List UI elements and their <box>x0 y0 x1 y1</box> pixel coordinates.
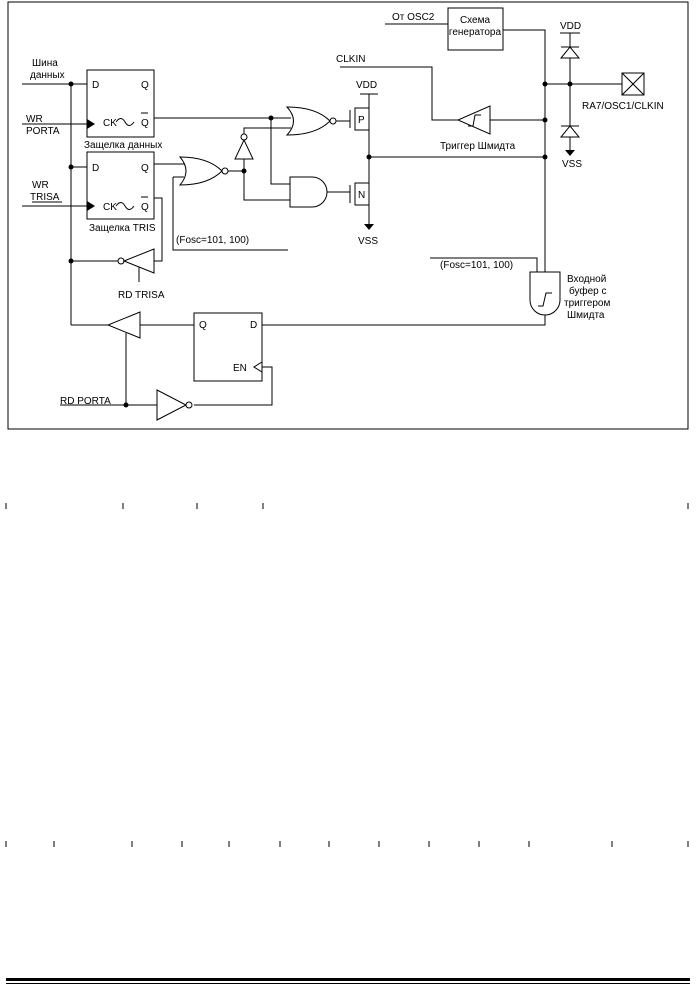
rd-trisa-label: RD TRISA <box>118 290 165 301</box>
p-fet-label: P <box>358 115 365 126</box>
input-schmitt-buffer <box>529 271 561 316</box>
vss-mid-label: VSS <box>358 236 378 247</box>
input-latch-q: Q <box>199 320 207 331</box>
n-fet-label: N <box>358 190 365 201</box>
fosc-left-label: (Fosc=101, 100) <box>176 235 249 246</box>
bottom-rule-thin <box>6 983 690 984</box>
oscillator-block <box>447 7 504 51</box>
wr-trisa-label-1: WR <box>32 180 49 191</box>
input-latch-en: EN <box>233 363 247 374</box>
diagram-frame <box>7 1 689 430</box>
data-latch-qbar: Q <box>141 118 149 129</box>
wr-porta-label-2: PORTA <box>26 126 60 137</box>
and-gate-bottom <box>289 176 328 208</box>
data-latch-ck: CK <box>103 118 117 129</box>
table-tick-row-bottom <box>5 841 689 847</box>
wr-trisa-label-2: TRISA <box>30 192 60 203</box>
vdd-right-label: VDD <box>560 21 581 32</box>
tris-latch <box>86 151 155 220</box>
data-bus-label-2: данных <box>30 70 65 81</box>
data-latch-q: Q <box>141 80 149 91</box>
tris-latch-d: D <box>92 163 99 174</box>
bottom-rule-thick <box>6 978 690 981</box>
pin-label: RA7/OSC1/CLKIN <box>582 101 664 112</box>
input-buffer-label-1: Входной <box>567 274 606 285</box>
vdd-mid-label: VDD <box>356 80 377 91</box>
osc2-from-label: От OSC2 <box>392 12 435 23</box>
data-bus-label-1: Шина <box>32 58 58 69</box>
p-fet <box>354 107 370 131</box>
diode-lower-icon <box>559 125 581 138</box>
table-tick-row-top <box>5 503 689 509</box>
data-latch-label: Защелка данных <box>84 140 162 151</box>
nor-gate-tris <box>178 156 223 186</box>
input-buffer-label-2: буфер с <box>569 285 607 297</box>
oscillator-block-label-1: Схема <box>460 15 491 26</box>
input-latch <box>193 312 263 382</box>
fosc-right-label: (Fosc=101, 100) <box>440 260 513 271</box>
n-fet <box>354 182 370 206</box>
vss-right-label: VSS <box>562 159 582 170</box>
clkin-label: CLKIN <box>336 54 365 65</box>
input-latch-d: D <box>250 320 257 331</box>
inverter-or-icon <box>234 138 254 160</box>
diode-upper-icon <box>559 46 581 59</box>
input-buffer-label-4: Шмидта <box>567 310 605 321</box>
tris-latch-qbar: Q <box>141 202 149 213</box>
schmitt-trigger-label: Триггер Шмидта <box>440 141 516 152</box>
tris-latch-q: Q <box>141 163 149 174</box>
wr-porta-label-1: WR <box>26 114 43 125</box>
or-gate-top <box>285 106 331 136</box>
tris-latch-ck: CK <box>103 202 117 213</box>
rd-porta-buffer <box>106 311 141 339</box>
oscillator-block-label-2: генератора <box>449 27 502 38</box>
input-buffer-label-3: триггером <box>564 298 610 309</box>
rd-porta-label: RD PORTA <box>60 396 111 407</box>
rd-porta-inverter <box>156 389 188 421</box>
data-latch-d: D <box>92 80 99 91</box>
data-latch <box>86 69 155 138</box>
tris-latch-label: Защелка TRIS <box>89 223 156 234</box>
